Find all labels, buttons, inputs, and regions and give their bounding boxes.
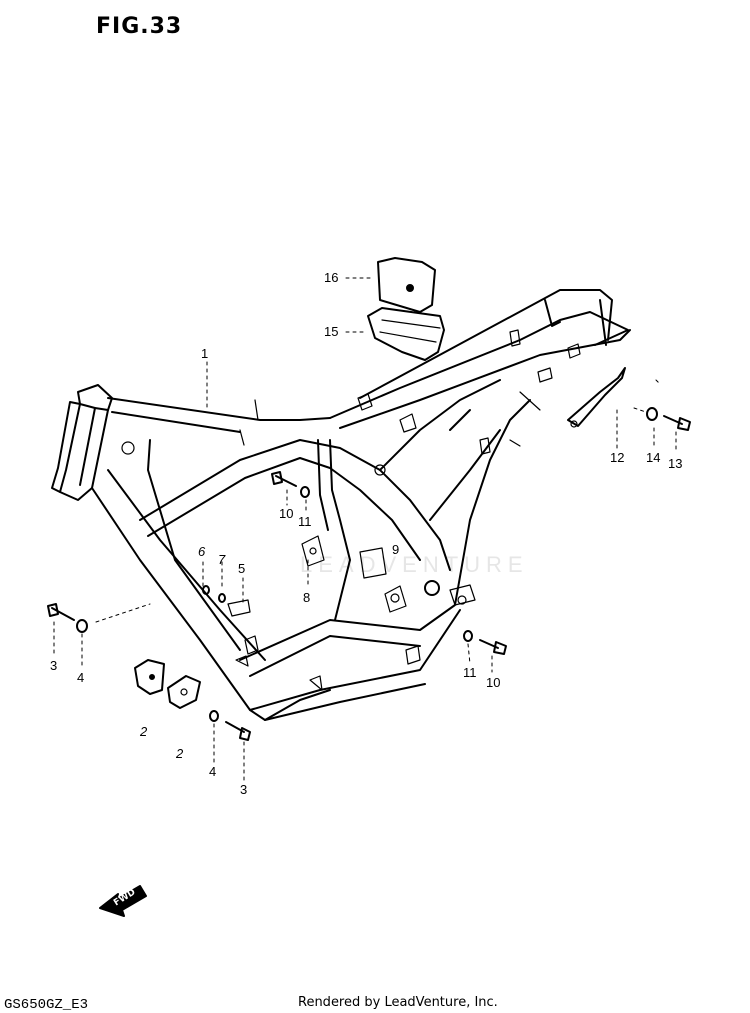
part-2-plate-b — [167, 675, 201, 709]
footer-credit: Rendered by LeadVenture, Inc. — [298, 995, 498, 1010]
figure-title: FIG.33 — [96, 14, 183, 39]
hardware-bolt-10-right — [463, 630, 507, 655]
callout-10-right: 10 — [486, 675, 501, 690]
callout-4-bottom: 4 — [209, 764, 217, 779]
part-12-bracket — [567, 367, 626, 428]
watermark: LEADVENTURE — [300, 552, 529, 577]
callout-8: 8 — [303, 590, 311, 605]
part-15-bracket — [367, 307, 445, 361]
callout-3-left: 3 — [50, 658, 58, 673]
callout-4-left: 4 — [77, 670, 85, 685]
frame-assembly — [51, 289, 631, 721]
callout-14: 14 — [646, 450, 661, 465]
part-14-washer — [646, 407, 658, 421]
hardware-bolt-3-left — [47, 603, 88, 633]
part-13-bolt — [663, 415, 691, 431]
callout-11-top: 11 — [298, 514, 312, 529]
model-code: GS650GZ_E3 — [4, 997, 89, 1013]
callout-5: 5 — [238, 561, 246, 576]
callout-2-b: 2 — [176, 746, 184, 761]
callout-3-bottom: 3 — [240, 782, 248, 797]
hardware-bolt-10-top — [271, 471, 310, 498]
callout-16: 16 — [324, 270, 339, 285]
callout-9: 9 — [392, 542, 400, 557]
part-2-plate-a — [134, 659, 165, 695]
hardware-bolt-3-bottom — [209, 710, 251, 741]
callout-2-a: 2 — [140, 724, 148, 739]
callout-15: 15 — [324, 324, 339, 339]
callout-11-right: 11 — [463, 665, 477, 680]
callout-6: 6 — [198, 544, 206, 559]
callout-13: 13 — [668, 456, 683, 471]
callout-10-top: 10 — [279, 506, 294, 521]
hardware-small-5-6-7 — [202, 585, 251, 617]
callout-7: 7 — [218, 552, 226, 567]
callout-1: 1 — [201, 346, 209, 361]
callout-12: 12 — [610, 450, 625, 465]
part-16-cover — [377, 257, 436, 313]
leader-lines — [53, 277, 677, 781]
fwd-arrow-icon — [99, 885, 147, 917]
